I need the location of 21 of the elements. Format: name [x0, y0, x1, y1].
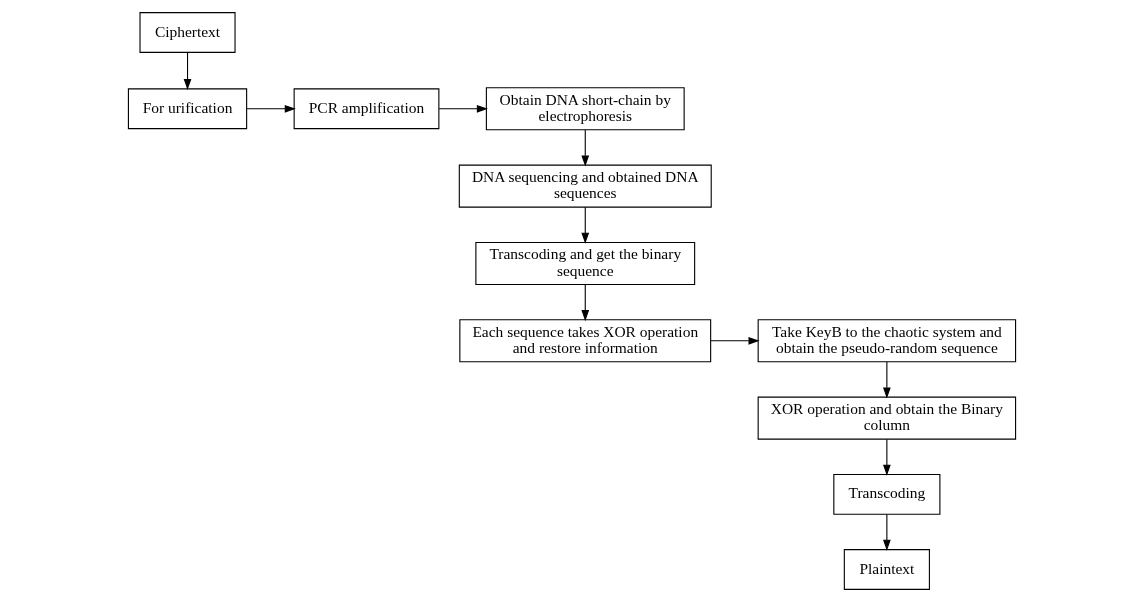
arrow: [183, 52, 191, 91]
arrow: [580, 284, 589, 322]
node-box: Ciphertext: [138, 12, 236, 53]
arrow: [882, 514, 891, 551]
node-box: Plaintext: [843, 549, 930, 590]
node-box: XOR operation and obtain the Binary column: [757, 396, 1016, 440]
node-box: Transcoding: [832, 473, 940, 515]
arrow: [438, 104, 488, 113]
node-box: Transcoding and get the binary sequence: [474, 241, 695, 285]
arrow: [882, 438, 891, 476]
arrow: [709, 336, 760, 345]
node-box: Each sequence takes XOR operation and restore information: [458, 319, 711, 363]
node-box: For urification: [127, 88, 247, 130]
node-box: Take KeyB to the chaotic system and obtain the pseudo-random sequence: [757, 319, 1016, 363]
arrow: [580, 206, 589, 244]
node-box: PCR amplification: [293, 88, 439, 130]
node-box: DNA sequencing and obtained DNA sequences: [458, 164, 712, 208]
node-box: Obtain DNA short-chain by electrophoresis: [485, 87, 685, 131]
arrow: [245, 104, 296, 113]
arrow: [580, 129, 589, 167]
arrow: [882, 361, 891, 399]
